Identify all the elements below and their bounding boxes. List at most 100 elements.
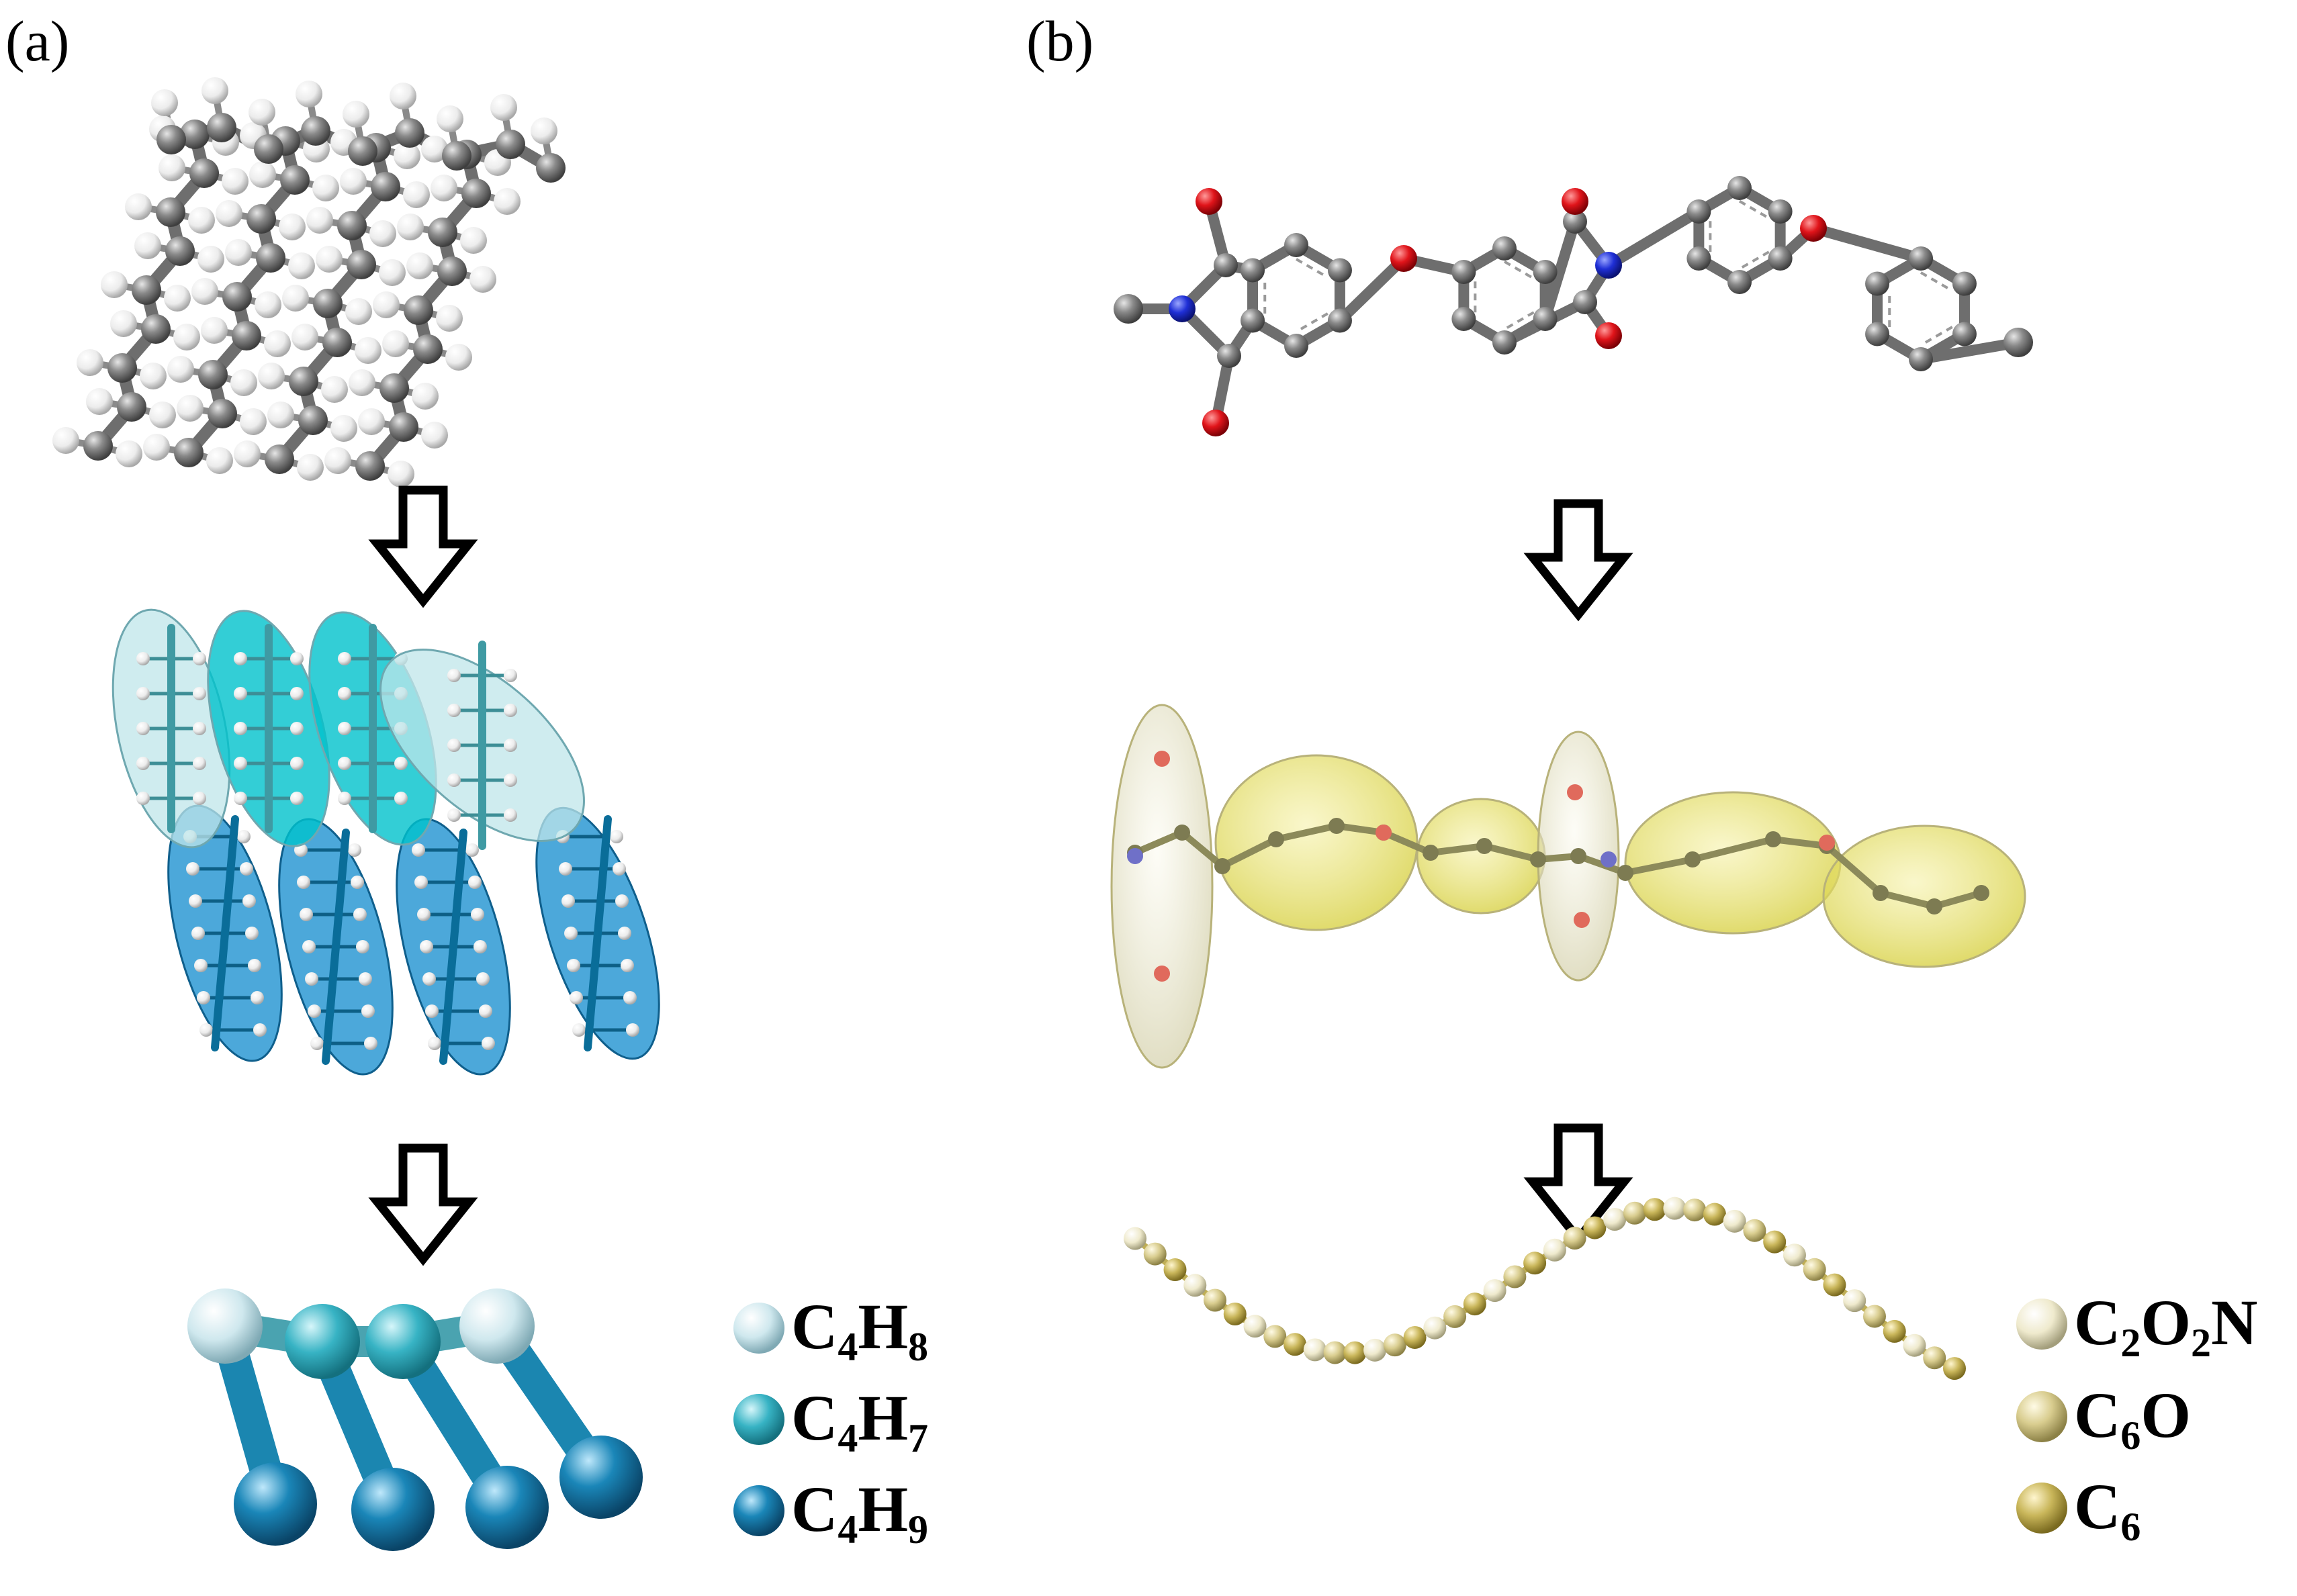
carbon-atom xyxy=(83,431,113,461)
bead-c6 xyxy=(1763,1231,1786,1254)
hydrogen-atom xyxy=(351,876,364,889)
bead-c2o2n xyxy=(1423,1317,1446,1340)
panel-b-label: (b) xyxy=(1026,12,1093,70)
carbon-atom xyxy=(347,250,376,279)
bead-c4h9 xyxy=(234,1462,317,1546)
methyl-carbon-atom xyxy=(2003,328,2033,357)
bead-upper xyxy=(459,1288,535,1364)
hydrogen-atom xyxy=(382,330,409,357)
hydrogen-atom xyxy=(479,1004,492,1018)
hydrogen-atom xyxy=(338,757,351,770)
hydrogen-atom xyxy=(388,461,414,487)
carbon-atom xyxy=(1492,330,1517,355)
hydrogen-atom xyxy=(321,376,348,403)
hydrogen-atom xyxy=(222,168,249,195)
hydrogen-atom xyxy=(288,252,315,279)
carbon-atom xyxy=(371,172,400,201)
bead-c4h9 xyxy=(559,1436,643,1519)
hydrogen-atom xyxy=(290,792,304,805)
hydrogen-atom xyxy=(193,722,206,735)
oxygen-atom xyxy=(1196,188,1222,215)
bead-c6 xyxy=(1523,1252,1546,1274)
hydrogen-atom xyxy=(417,908,431,921)
bead-upper xyxy=(365,1304,441,1379)
legend-sphere-c4h7 xyxy=(733,1394,784,1445)
hydrogen-atom xyxy=(364,1037,377,1050)
polyethylene-coarse-grained-model xyxy=(187,1288,643,1551)
down-arrow-icon xyxy=(377,490,469,601)
carbon-atom xyxy=(1973,885,1989,901)
hydrogen-atom xyxy=(431,175,457,201)
legend-a-item-c4h7: C4H7 xyxy=(791,1386,928,1458)
hydrogen-atom xyxy=(290,757,304,770)
carbon-atom xyxy=(1570,848,1586,864)
hydrogen-atom xyxy=(465,843,479,857)
bead-c2o2n xyxy=(1543,1239,1566,1262)
oxygen-atom xyxy=(1819,835,1835,851)
hydrogen-atom xyxy=(77,349,103,376)
carbon-atom xyxy=(1768,199,1793,224)
carbon-atom xyxy=(1174,825,1190,841)
hydrogen-atom xyxy=(297,454,324,481)
carbon-atom xyxy=(1530,851,1546,867)
hydrogen-atom xyxy=(447,739,461,752)
bead-upper xyxy=(285,1304,360,1379)
hydrogen-atom xyxy=(349,369,375,396)
hydrogen-atom xyxy=(255,291,281,318)
hydrogen-atom xyxy=(490,94,517,121)
carbon-atom xyxy=(348,136,377,166)
hydrogen-atom xyxy=(101,271,128,298)
hydrogen-atom xyxy=(191,927,205,940)
carbon-atom xyxy=(313,289,343,318)
carbon-atom xyxy=(1241,259,1265,283)
hydrogen-atom xyxy=(234,722,247,735)
oxygen-atom xyxy=(1567,784,1583,800)
oxygen-atom xyxy=(1562,188,1588,215)
hydrogen-atom xyxy=(249,161,276,188)
hydrogen-atom xyxy=(136,792,150,805)
legend-sphere-c6o xyxy=(2016,1391,2067,1442)
carbon-atom xyxy=(496,130,525,159)
hydrogen-atom xyxy=(421,422,448,449)
carbon-atom xyxy=(301,116,330,146)
bead-upper xyxy=(187,1288,263,1364)
hydrogen-atom xyxy=(258,363,285,389)
hydrogen-atom xyxy=(282,285,309,312)
legend-b-label-c6: C6 xyxy=(2074,1474,2141,1547)
ellipsoid-c6 xyxy=(1823,826,2025,967)
hydrogen-atom xyxy=(186,862,199,876)
hydrogen-atom xyxy=(306,207,333,234)
carbon-atom xyxy=(117,392,146,422)
hydrogen-atom xyxy=(358,408,385,435)
bead-c2o2n xyxy=(1903,1334,1926,1357)
hydrogen-atom xyxy=(567,959,580,972)
hydrogen-atom xyxy=(348,843,361,857)
hydrogen-atom xyxy=(428,1037,441,1050)
polyethylene-atomistic-model xyxy=(52,77,566,487)
bead-c6 xyxy=(1463,1293,1486,1315)
carbon-atom xyxy=(1617,865,1633,881)
bead-c6 xyxy=(1343,1342,1366,1364)
hydrogen-atom xyxy=(330,415,357,442)
hydrogen-atom xyxy=(361,1004,375,1018)
hydrogen-atom xyxy=(234,440,261,467)
bead-c6o xyxy=(1743,1219,1766,1242)
hydrogen-atom xyxy=(471,908,484,921)
hydrogen-atom xyxy=(136,687,150,700)
hydrogen-atom xyxy=(324,447,351,474)
carbon-atom xyxy=(322,328,352,357)
hydrogen-atom xyxy=(305,972,318,986)
carbon-atom xyxy=(1768,246,1793,271)
bead-c2o2n xyxy=(1244,1315,1267,1337)
hydrogen-atom xyxy=(494,188,521,215)
carbon-atom xyxy=(254,134,283,164)
hydrogen-atom xyxy=(216,200,242,227)
bead-c6o xyxy=(1683,1199,1706,1221)
carbon-atom xyxy=(174,438,204,467)
carbon-atom xyxy=(1765,831,1781,847)
carbon-atom xyxy=(156,125,186,154)
hydrogen-atom xyxy=(437,105,463,132)
bead-c6o xyxy=(1324,1342,1347,1364)
carbon-atom xyxy=(256,243,285,273)
